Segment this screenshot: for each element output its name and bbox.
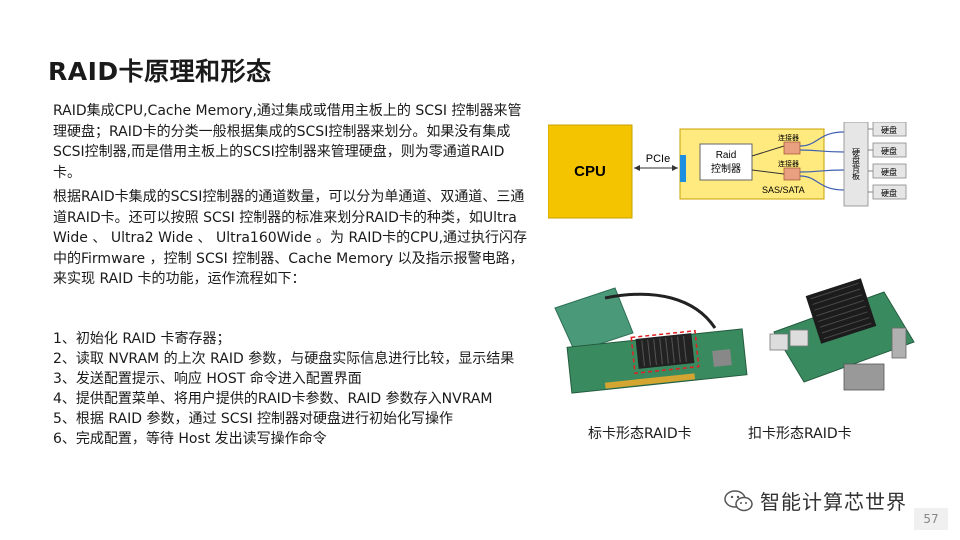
disk-label-1: 硬盘	[881, 125, 897, 135]
connector-lower	[783, 167, 801, 181]
wechat-icon	[724, 489, 753, 511]
connector-label-upper: 连接器	[778, 133, 799, 142]
channel-paragraph: 根据RAID卡集成的SCSI控制器的通道数量，可以分为单通道、双通道、三通道RA…	[53, 189, 528, 287]
sas-port-1	[769, 333, 789, 351]
mount-bracket	[891, 327, 907, 359]
highlight-box	[630, 329, 700, 375]
watermark: 智能计算芯世界	[724, 486, 907, 515]
disk-4	[872, 184, 907, 200]
mezzanine-raid-card-image	[769, 278, 915, 391]
pcie-arrow-right-head	[672, 165, 678, 171]
raid-controller-label-line2: 控制器	[711, 162, 741, 175]
sas-sata-label: SAS/SATA	[762, 185, 805, 195]
list-item: 1、初始化 RAID 卡寄存器；	[53, 331, 231, 347]
connector-label-lower: 连接器	[778, 159, 799, 168]
sas-port-2	[789, 329, 809, 347]
pcie-slot-icon	[680, 155, 686, 182]
list-item: 5、根据 RAID 参数，通过 SCSI 控制器对硬盘进行初始化写操作	[53, 411, 454, 427]
disk-label-2: 硬盘	[881, 146, 897, 156]
disk-label-4: 硬盘	[881, 188, 897, 198]
cable-ribbon	[554, 287, 634, 353]
mezzanine-connector	[843, 363, 885, 391]
cpu-block	[548, 124, 633, 219]
disk-1	[872, 122, 907, 137]
watermark-text: 智能计算芯世界	[760, 490, 907, 514]
raid-controller-block	[699, 143, 753, 181]
list-item: 3、发送配置提示、响应 HOST 命令进入配置界面	[53, 371, 362, 387]
page-title: RAID卡原理和形态	[48, 57, 272, 86]
raid-controller-label-line1: Raid	[716, 150, 737, 161]
connector-upper	[783, 141, 801, 155]
cpu-label: CPU	[574, 163, 606, 180]
raid-architecture-diagram: CPU PCIe Raid 控制器 连接器 连接器 SAS/SATA 硬盘背板 …	[548, 122, 907, 219]
workflow-steps-list: 1、初始化 RAID 卡寄存器； 2、读取 NVRAM 的上次 RAID 参数，…	[53, 329, 531, 449]
cable-upper-b	[799, 149, 845, 153]
port-connector	[712, 349, 732, 367]
mezzanine-card-caption: 扣卡形态RAID卡	[748, 426, 852, 442]
disk-2	[872, 142, 907, 158]
pcie-arrow-left-head	[634, 165, 640, 171]
page-number: 57	[914, 508, 948, 530]
list-item: 6、完成配置，等待 Host 发出读写操作命令	[53, 431, 327, 447]
intro-paragraph: RAID集成CPU,Cache Memory,通过集成或借用主板上的 SCSI …	[53, 103, 522, 181]
heatsink-fins	[641, 335, 687, 367]
list-item: 4、提供配置菜单、将用户提供的RAID卡参数、RAID 参数存入NVRAM	[53, 391, 493, 407]
controller-link-lower	[751, 169, 785, 175]
pcie-label: PCIe	[646, 153, 670, 165]
cable-wire	[604, 292, 717, 329]
disk-3	[872, 163, 907, 179]
disk-label-3: 硬盘	[881, 167, 897, 177]
heatsink-fins	[810, 282, 872, 340]
cable-lower-a	[799, 169, 845, 173]
standard-card-caption: 标卡形态RAID卡	[588, 426, 692, 442]
disk-backplane	[843, 122, 869, 207]
cable-upper-a	[799, 131, 845, 147]
list-item: 2、读取 NVRAM 的上次 RAID 参数，与硬盘实际信息进行比较，显示结果	[53, 351, 515, 367]
backplane-label: 硬盘背板	[852, 148, 861, 181]
gold-fingers	[604, 373, 696, 389]
standard-raid-card-image	[554, 287, 748, 394]
cable-lower-b	[799, 175, 845, 191]
controller-link-upper	[751, 145, 785, 157]
